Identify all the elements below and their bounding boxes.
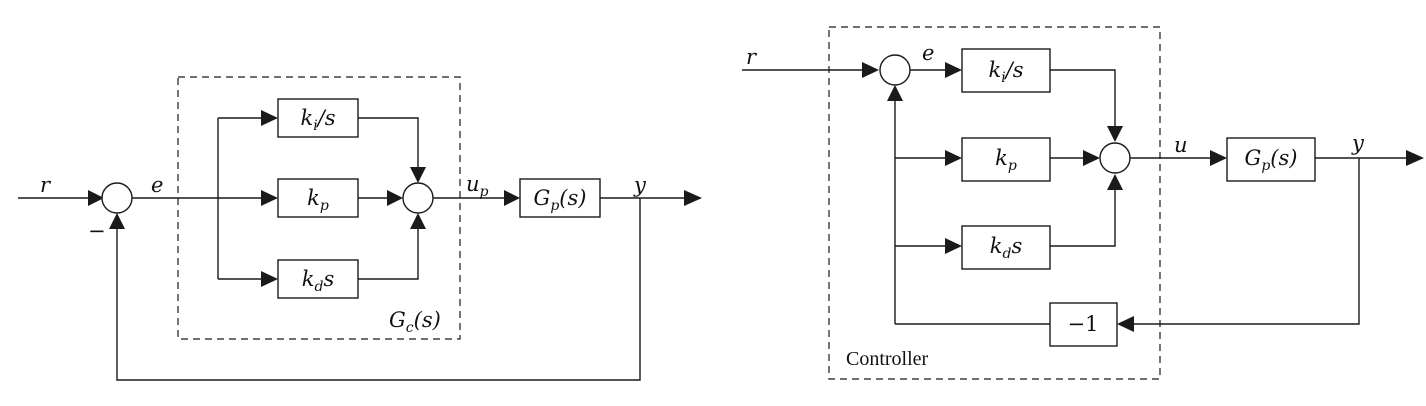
block-kp-left — [277, 178, 359, 218]
arrow-kp-left — [261, 190, 278, 206]
controller-label-right: Controller — [846, 348, 929, 370]
controller-label-left: Gc(s) — [389, 308, 441, 336]
wire-feedback-right — [1133, 158, 1360, 325]
sum-junction-pid-right — [1099, 142, 1131, 174]
arrow-ki-sum-left — [410, 167, 426, 183]
block-ki-right — [961, 48, 1051, 93]
arrow-plant-right — [1210, 150, 1227, 166]
arrow-kd-left — [261, 271, 278, 287]
right-diagram: r e u y ki/s kp kds Gp(s) −1 Controller — [742, 26, 1424, 380]
block-ki-right-label: ki/s — [988, 58, 1023, 86]
block-kd-right-label: kds — [990, 234, 1023, 262]
block-kp-right — [961, 137, 1051, 182]
wire-kd-out-left — [358, 229, 419, 280]
block-plant-right-label: Gp(s) — [1245, 146, 1298, 174]
label-y-right: y — [1351, 131, 1365, 155]
block-kd-left-label: kds — [302, 267, 335, 295]
sum-junction-pid-left — [402, 182, 434, 214]
block-kp-right-label: kp — [995, 146, 1017, 174]
label-u-right: u — [1174, 133, 1188, 157]
arrow-ki-right — [945, 62, 962, 78]
block-plant-left — [519, 178, 601, 218]
wire-kd-out-right — [1050, 189, 1116, 247]
arrow-kp-sum-left — [387, 190, 403, 206]
arrow-kp-sum-right — [1083, 150, 1100, 166]
controller-boundary-right — [828, 26, 1161, 380]
arrow-plant-left — [504, 190, 520, 206]
wire-feedback-left — [116, 198, 641, 381]
controller-boundary-left — [177, 76, 461, 340]
arrow-r-right — [862, 62, 879, 78]
arrow-kd-sum-left — [410, 213, 426, 229]
left-diagram: r e − up y ki/s kp kds Gp(s) Gc(s) — [18, 76, 702, 381]
block-kd-left — [277, 259, 359, 299]
arrow-ki-sum-right — [1107, 126, 1123, 142]
block-plant-left-label: Gp(s) — [534, 186, 587, 214]
arrow-kp-right — [945, 150, 962, 166]
block-plant-right — [1226, 137, 1316, 182]
wire-ki-out-right — [1050, 69, 1116, 127]
arrow-feedback-sum-right — [887, 85, 903, 101]
block-ki-left-label: ki/s — [300, 106, 335, 134]
arrow-gain-right — [1117, 316, 1134, 332]
label-r-left: r — [40, 173, 52, 197]
arrow-feedback-left — [109, 213, 125, 229]
label-e-left: e — [151, 173, 163, 197]
label-r-right: r — [746, 45, 758, 69]
label-y-left: y — [633, 173, 647, 197]
label-minus-left: − — [88, 219, 106, 243]
label-e-right: e — [922, 41, 934, 65]
arrow-y-left — [684, 190, 702, 206]
sum-junction-input-left — [101, 182, 133, 214]
arrow-kd-sum-right — [1107, 174, 1123, 190]
block-gain-right — [1049, 302, 1118, 347]
block-kd-right — [961, 225, 1051, 270]
arrow-y-right — [1406, 150, 1424, 166]
sum-junction-input-right — [879, 54, 911, 86]
block-kp-left-label: kp — [307, 186, 329, 214]
label-up-left: up — [466, 172, 489, 200]
arrow-r-left — [88, 190, 104, 206]
block-gain-right-label: −1 — [1068, 312, 1099, 336]
arrow-ki-left — [261, 110, 278, 126]
wire-ki-out-left — [358, 117, 419, 168]
arrow-kd-right — [945, 238, 962, 254]
